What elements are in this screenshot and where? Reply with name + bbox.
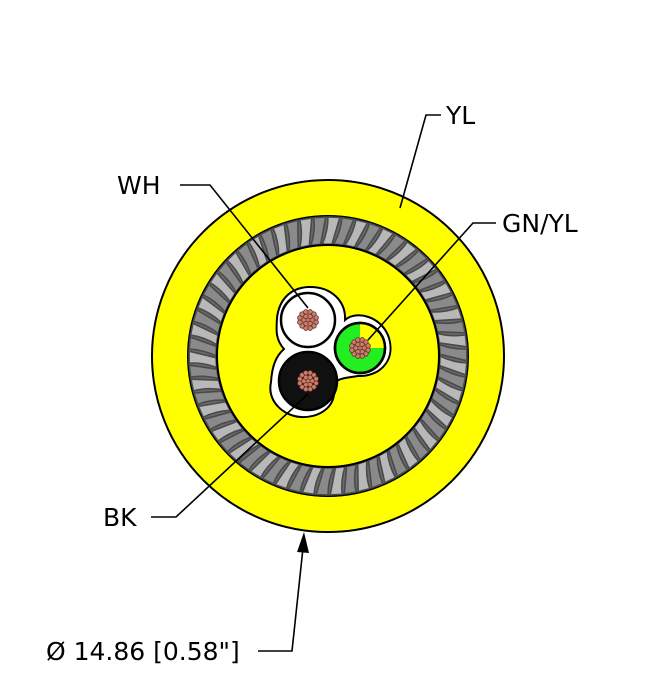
- dimension-arrow-icon: [297, 532, 309, 553]
- label-wh: WH: [117, 171, 161, 200]
- shield-strand: [433, 320, 467, 334]
- shield-strand: [188, 336, 218, 358]
- shield-strand: [403, 259, 438, 283]
- leader-line-yl: [399, 114, 441, 209]
- shield-strand: [405, 427, 430, 462]
- shield-strand: [387, 443, 409, 478]
- shield-strand: [192, 390, 227, 406]
- shield-strand: [285, 219, 300, 253]
- label-yl: YL: [445, 101, 475, 130]
- conductor-strand-icon: [349, 337, 371, 359]
- conductor-black: [277, 350, 339, 412]
- copper-strand: [355, 337, 361, 343]
- shield-strand: [315, 467, 335, 496]
- shield-strand: [437, 366, 467, 390]
- shield-strand: [425, 398, 454, 429]
- shield-strand: [438, 343, 468, 362]
- shield-strand: [329, 465, 347, 496]
- copper-strand: [359, 353, 365, 359]
- conductor-strand-icon: [297, 309, 319, 331]
- shield-strand: [197, 400, 232, 419]
- shield-strand: [309, 216, 327, 247]
- label-gnyl: GN/YL: [502, 209, 578, 238]
- shield-strand: [438, 354, 468, 376]
- shield-strand: [259, 227, 279, 263]
- shield-strand: [196, 295, 226, 324]
- shield-strand: [226, 250, 251, 285]
- shield-strand: [189, 378, 223, 392]
- copper-strand: [307, 386, 313, 392]
- copper-strand: [303, 309, 309, 315]
- shield-strand: [298, 217, 313, 249]
- shield-strand: [424, 293, 459, 312]
- shield-strand: [385, 240, 419, 268]
- copper-strand: [307, 325, 313, 331]
- shield-strand: [236, 241, 260, 277]
- shield-strand: [411, 269, 447, 292]
- shield-strand: [301, 466, 324, 496]
- shield-strand: [272, 222, 289, 257]
- shield-strand: [208, 271, 237, 304]
- shield-strand: [202, 283, 231, 314]
- label-bk: BK: [103, 503, 137, 532]
- shield-strand: [434, 377, 464, 404]
- shield-strand: [202, 410, 238, 431]
- shield-strand: [343, 218, 369, 249]
- shield-strand: [249, 450, 281, 479]
- conductor-strand-icon: [297, 370, 319, 392]
- shield-strand: [273, 460, 302, 490]
- shield-strand: [192, 308, 222, 335]
- shield-strand: [343, 463, 358, 495]
- leader-line-gnyl: [367, 222, 496, 341]
- shield-strand: [419, 408, 448, 441]
- shield-strand: [218, 429, 253, 453]
- shield-strand: [261, 456, 291, 485]
- shield-strand: [418, 281, 454, 302]
- shield-strand: [367, 455, 384, 490]
- shield-strand: [247, 234, 269, 269]
- leader-line-bk: [151, 393, 309, 518]
- label-diameter: Ø 14.86 [0.58"]: [46, 637, 240, 666]
- copper-strand: [297, 319, 303, 325]
- shield-strand: [375, 233, 407, 262]
- leader-line-diameter: [258, 547, 304, 652]
- shield-strand: [354, 222, 383, 252]
- copper-strand: [303, 370, 309, 376]
- copper-strand: [313, 376, 319, 382]
- shield-strand: [287, 463, 313, 494]
- shield-strand: [413, 418, 440, 452]
- shield-strand: [321, 216, 341, 245]
- shield-strand: [356, 459, 371, 493]
- shield-strand: [188, 364, 220, 380]
- conductor-white: [279, 291, 337, 349]
- shield-strand: [209, 420, 245, 443]
- copper-strand: [349, 347, 355, 353]
- shield-strand: [237, 444, 271, 472]
- shield-strand: [430, 388, 460, 417]
- shield-strand: [189, 322, 219, 346]
- shield-strand: [396, 435, 420, 471]
- shield-strand: [377, 449, 397, 485]
- shield-strand: [365, 227, 395, 256]
- shield-strand: [188, 350, 218, 369]
- shield-strand: [332, 216, 355, 246]
- copper-strand: [297, 380, 303, 386]
- shield-strand: [395, 249, 429, 275]
- copper-strand: [365, 343, 371, 349]
- leader-line-wh: [180, 184, 309, 309]
- copper-strand: [313, 315, 319, 321]
- shield-strand: [429, 306, 464, 322]
- shield-strand: [227, 437, 261, 463]
- shield-strand: [436, 332, 468, 348]
- shield-strand: [216, 260, 243, 294]
